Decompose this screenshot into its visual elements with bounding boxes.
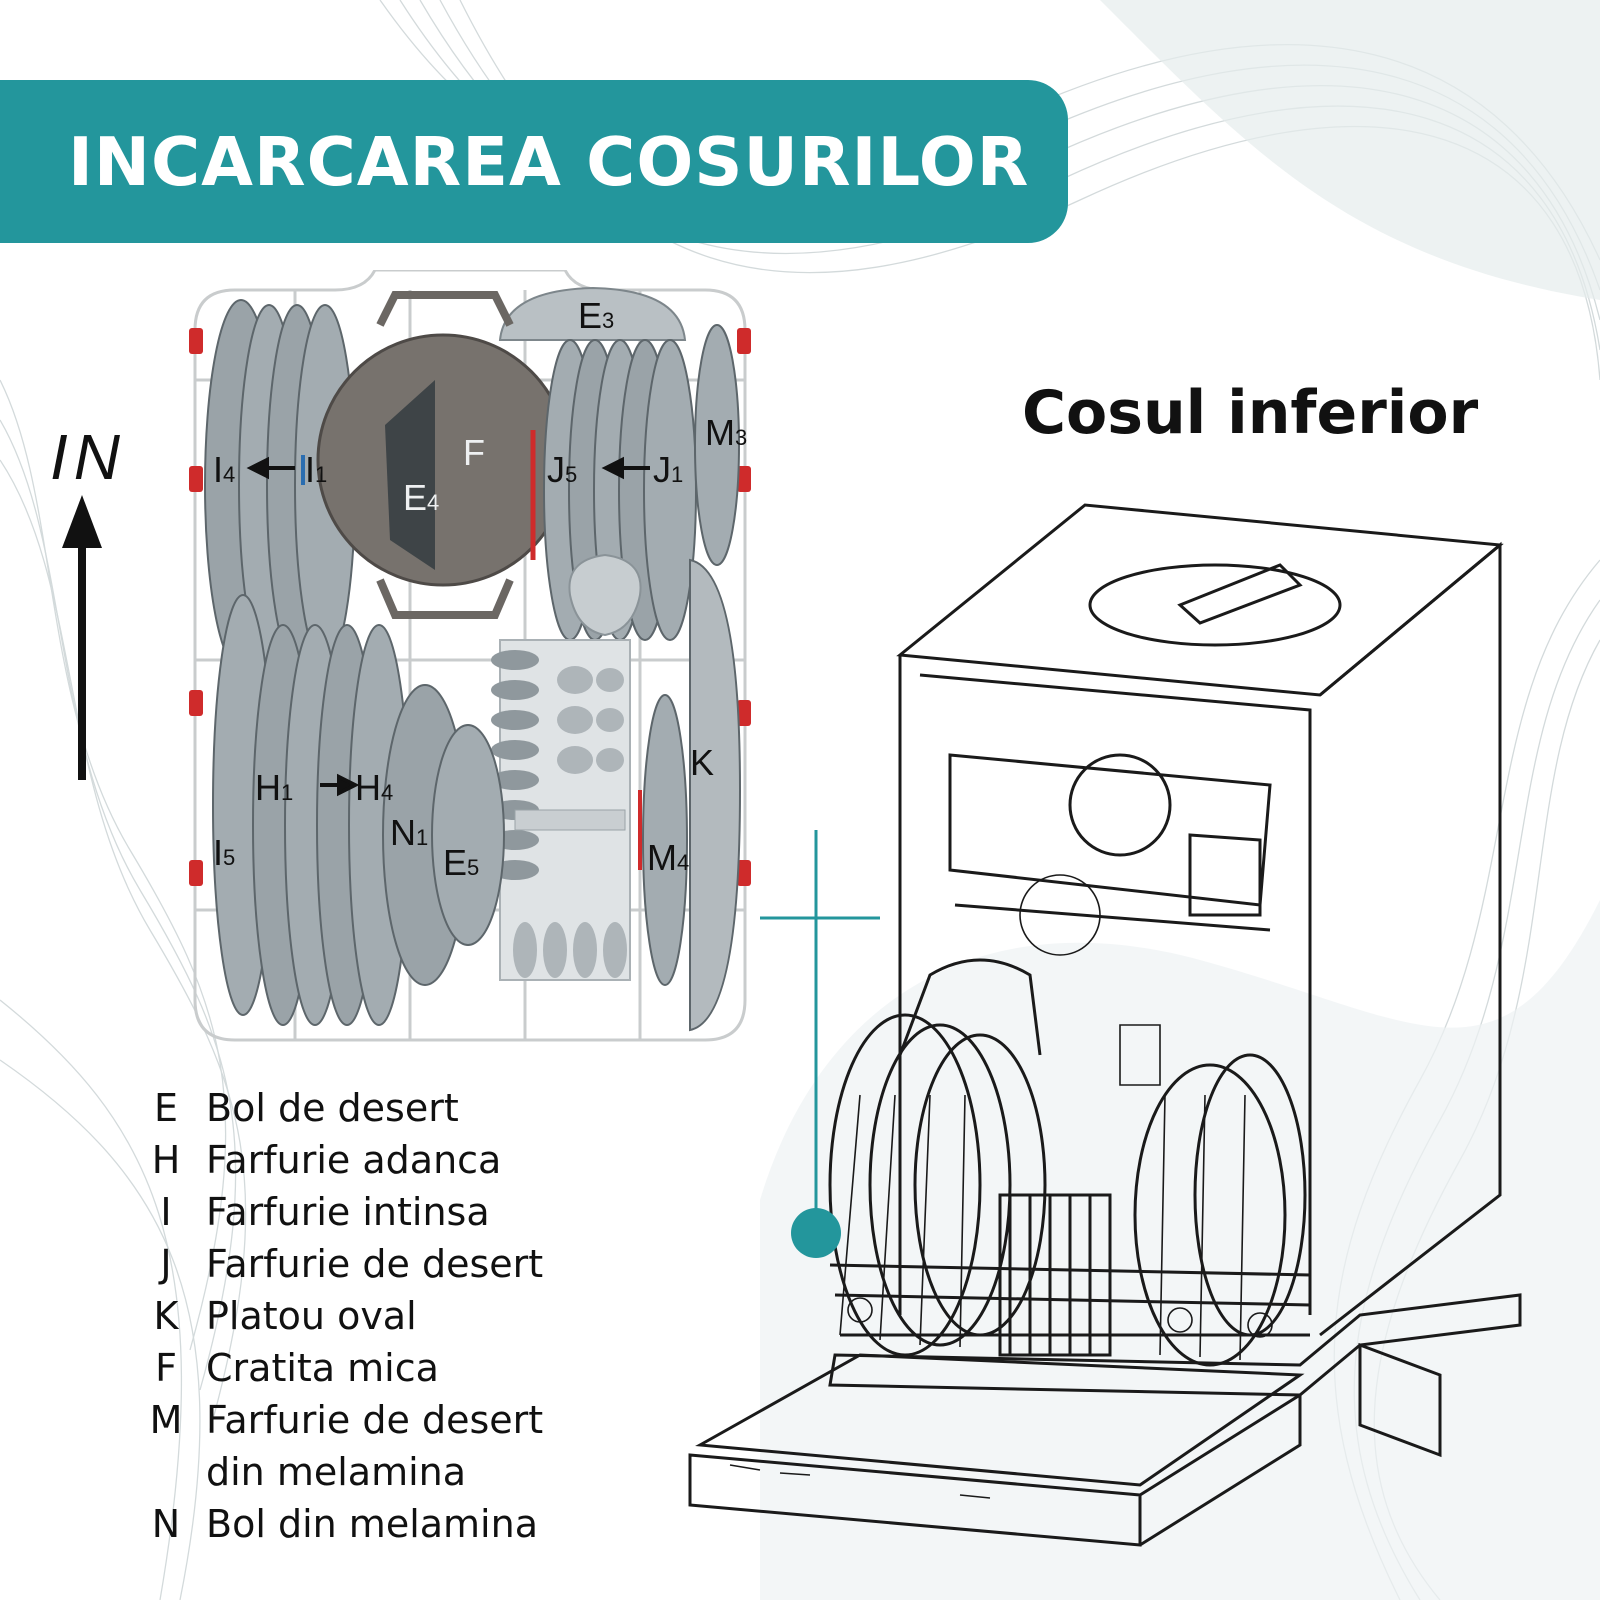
label-i1: I1 xyxy=(305,449,327,490)
up-arrow-icon xyxy=(62,495,102,780)
label-j5: J5 xyxy=(547,449,577,490)
legend-item-n: N Bol din melamina xyxy=(151,1502,538,1546)
label-h1: H1 xyxy=(255,767,293,808)
pot-f xyxy=(316,291,570,619)
cutlery-basket xyxy=(491,639,631,981)
label-i4: I4 xyxy=(213,449,235,490)
platter-k xyxy=(689,558,742,1032)
dishwasher-illustration xyxy=(688,503,1522,1547)
bowl-e5 xyxy=(431,724,505,946)
legend-item-k: K Platou oval xyxy=(153,1294,417,1338)
legend-item-m: M Farfurie de desert din melamina xyxy=(149,1398,544,1494)
label-k: K xyxy=(690,742,714,783)
label-i5: I5 xyxy=(213,832,235,873)
ladle-bowl xyxy=(568,553,642,637)
label-f: F xyxy=(463,432,485,473)
legend-item-f: F Cratita mica xyxy=(155,1346,439,1390)
label-e4: E4 xyxy=(403,477,439,518)
label-h4: H4 xyxy=(355,767,393,808)
plate-m3 xyxy=(694,324,740,566)
legend-item-i: I Farfurie intinsa xyxy=(160,1190,490,1234)
section-title: Cosul inferior xyxy=(1022,378,1479,448)
plate-m4 xyxy=(642,694,688,986)
plates-h1-h4 xyxy=(212,594,410,1026)
page-title: INCARCAREA COSURILOR xyxy=(68,122,1030,201)
title-banner: INCARCAREA COSURILOR xyxy=(0,80,1068,243)
label-m3: M3 xyxy=(705,412,747,453)
loading-direction-arrows xyxy=(246,456,650,797)
in-direction-indicator: IN xyxy=(40,420,140,800)
basket-loading-diagram: E3 I4 I1 F E4 J5 J1 M3 K H1 H4 N1 I5 E5 … xyxy=(189,270,751,1042)
legend-item-e: E Bol de desert xyxy=(153,1086,459,1130)
legend: E Bol de desert H Farfurie adanca I Farf… xyxy=(126,1082,686,1550)
rack-clips xyxy=(189,328,751,886)
callout-connector xyxy=(760,830,880,1258)
bowl-e3 xyxy=(498,286,687,341)
legend-item-h: H Farfurie adanca xyxy=(151,1138,502,1182)
label-e5: E5 xyxy=(443,842,479,883)
label-m4: M4 xyxy=(647,837,689,878)
label-n1: N1 xyxy=(390,812,428,853)
legend-item-j: J Farfurie de desert xyxy=(160,1242,544,1286)
label-e3: E3 xyxy=(578,295,614,336)
label-j1: J1 xyxy=(653,449,683,490)
in-label: IN xyxy=(50,421,126,493)
